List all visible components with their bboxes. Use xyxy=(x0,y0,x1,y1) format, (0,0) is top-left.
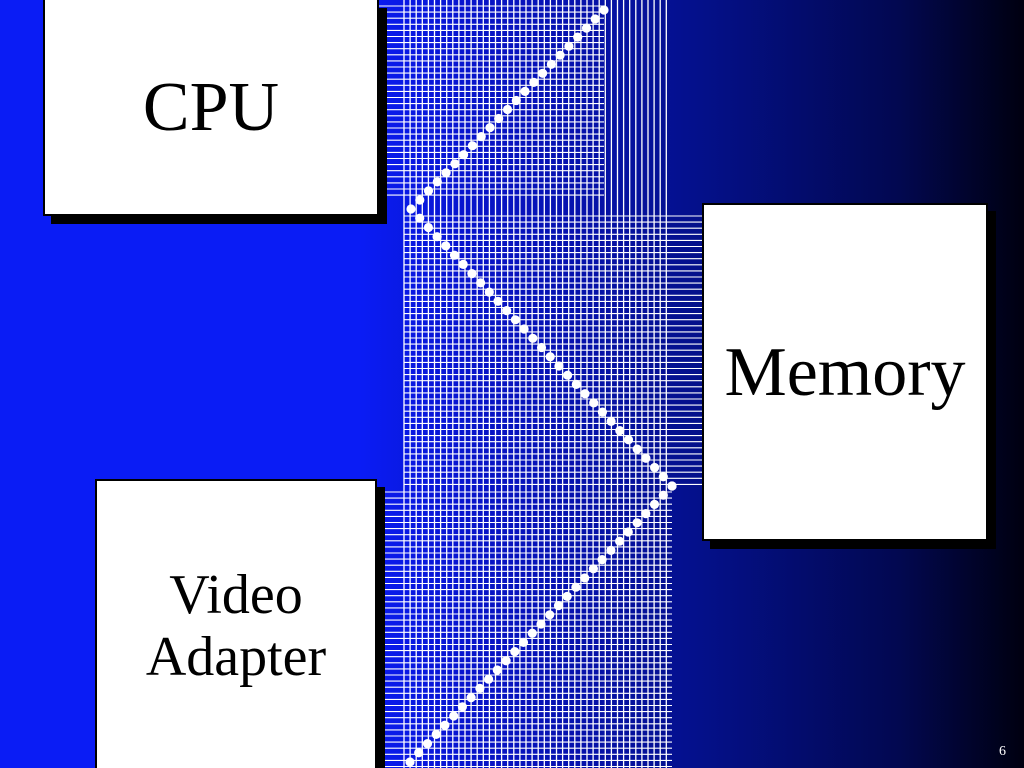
page-number: 6 xyxy=(999,744,1006,759)
path-dot xyxy=(573,32,583,42)
system-bus-lines xyxy=(373,0,704,768)
data-path-dots xyxy=(405,5,677,767)
path-dot xyxy=(590,14,600,24)
path-dot xyxy=(588,564,599,574)
path-dot xyxy=(527,628,537,638)
cpu-to-memory-path xyxy=(406,5,677,491)
path-dot xyxy=(423,222,433,233)
path-dot xyxy=(632,518,642,528)
video-adapter-label: Video Adapter xyxy=(145,564,327,688)
path-dot xyxy=(597,555,607,565)
path-dot xyxy=(545,610,555,620)
path-dot xyxy=(518,637,529,648)
path-dot xyxy=(502,306,512,316)
path-dot xyxy=(538,68,548,78)
path-dot xyxy=(510,647,520,657)
path-dot xyxy=(484,287,494,297)
path-dot xyxy=(571,582,581,592)
path-dot xyxy=(649,499,660,509)
path-dot xyxy=(650,462,660,473)
path-dot xyxy=(623,527,633,537)
path-dot xyxy=(606,545,616,556)
path-dot xyxy=(599,5,609,15)
path-dot xyxy=(564,41,574,51)
path-dot xyxy=(563,370,573,380)
path-dot xyxy=(658,472,668,482)
path-dot xyxy=(536,619,546,629)
path-dot xyxy=(467,269,477,279)
path-dot xyxy=(641,453,651,463)
path-dot xyxy=(459,150,469,160)
path-dot xyxy=(545,352,555,362)
path-dot xyxy=(528,333,538,343)
path-dot xyxy=(467,141,477,151)
path-dot xyxy=(536,342,547,353)
path-dot xyxy=(432,177,442,187)
path-dot xyxy=(546,59,557,69)
path-dot xyxy=(520,86,530,96)
path-dot xyxy=(632,444,642,454)
path-dot xyxy=(476,278,486,288)
path-dot xyxy=(606,416,616,426)
path-dot xyxy=(485,123,495,133)
video-adapter-box: Video Adapter xyxy=(95,479,377,768)
path-dot xyxy=(466,693,476,703)
path-dot xyxy=(476,132,486,142)
path-dot xyxy=(553,601,564,611)
memory-label: Memory xyxy=(724,333,966,411)
path-dot xyxy=(562,591,572,602)
cpu-label: CPU xyxy=(142,68,280,146)
path-dot xyxy=(555,50,565,60)
memory-box: Memory xyxy=(702,203,988,541)
path-dot xyxy=(571,379,581,389)
path-dot xyxy=(529,77,539,87)
path-dot xyxy=(511,95,521,106)
path-dot xyxy=(440,720,450,730)
path-dot xyxy=(415,195,425,205)
path-dot xyxy=(502,104,513,115)
path-dot xyxy=(580,389,590,399)
path-dot xyxy=(615,426,625,436)
path-dot xyxy=(494,113,504,124)
path-dot xyxy=(449,250,460,260)
path-dot xyxy=(658,490,668,500)
path-dot xyxy=(432,232,442,242)
path-dot xyxy=(589,398,599,408)
path-dot xyxy=(441,168,451,178)
path-dot xyxy=(519,324,529,334)
path-dot xyxy=(580,573,590,583)
path-dot xyxy=(405,757,415,767)
path-dot xyxy=(449,711,459,721)
path-dot xyxy=(615,536,625,546)
cpu-box: CPU xyxy=(43,0,379,216)
path-dot xyxy=(450,159,460,169)
path-dot xyxy=(581,23,592,33)
path-dot xyxy=(457,702,467,712)
path-dot xyxy=(475,683,485,694)
path-dot xyxy=(501,656,511,666)
memory-to-video-path xyxy=(405,481,677,767)
path-dot xyxy=(423,186,434,196)
path-dot xyxy=(597,407,608,417)
path-dot xyxy=(406,204,416,214)
path-dot xyxy=(415,213,425,223)
path-dot xyxy=(623,435,634,445)
path-dot xyxy=(458,259,468,269)
path-dot xyxy=(414,748,424,758)
path-dot xyxy=(554,361,564,371)
path-dot xyxy=(667,481,677,491)
path-dot xyxy=(493,296,503,306)
path-dot xyxy=(510,315,520,325)
path-dot xyxy=(422,739,433,749)
path-dot xyxy=(441,241,451,251)
path-dot xyxy=(484,674,494,684)
path-dot xyxy=(641,508,651,519)
path-dot xyxy=(492,665,502,675)
path-dot xyxy=(431,729,441,740)
